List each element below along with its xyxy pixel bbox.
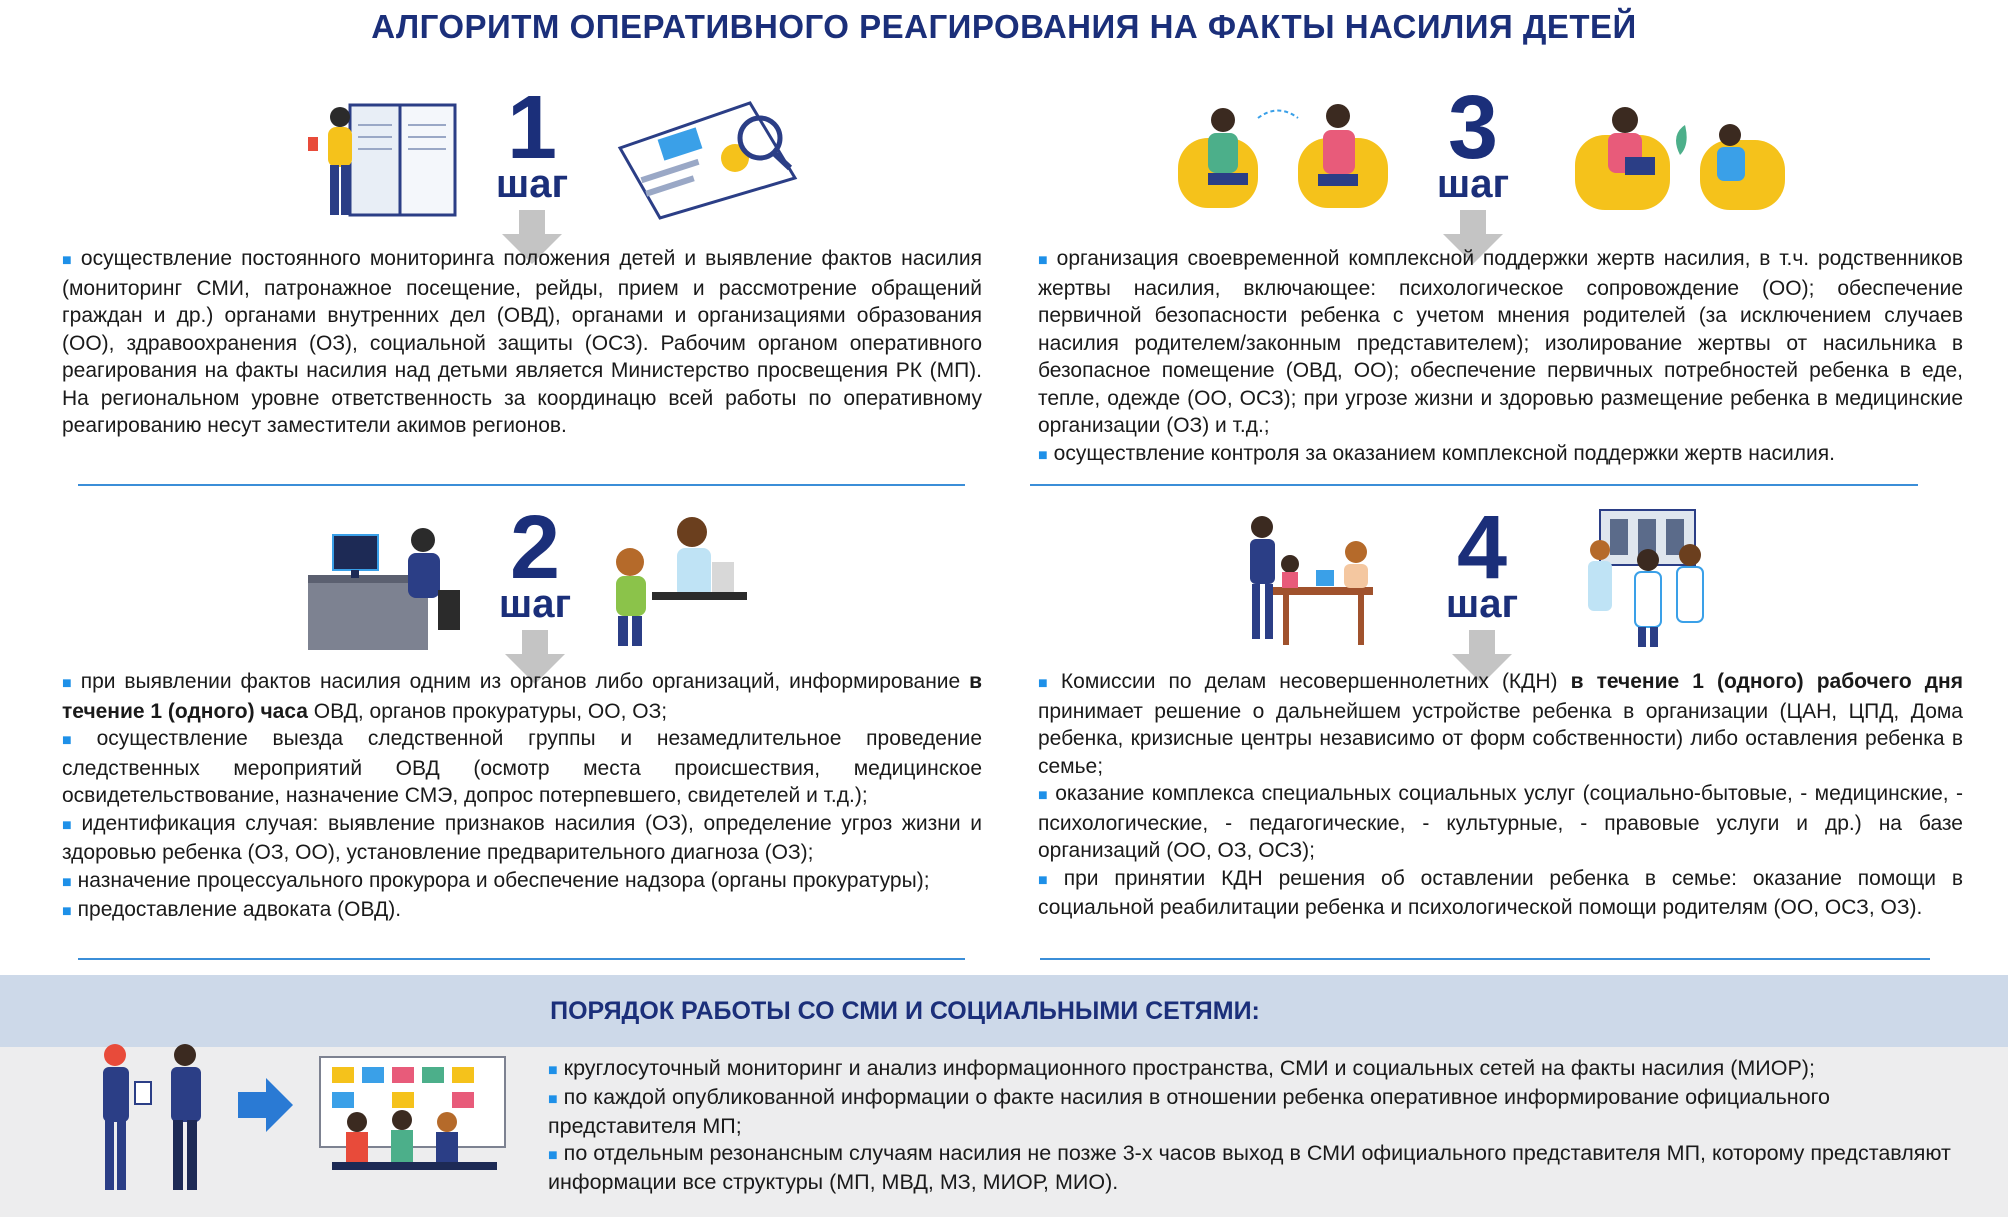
step-3-heading: 3 шаг [1413, 78, 1533, 264]
step-2-word: шаг [498, 582, 572, 626]
step-4-item: ■Комиссии по делам несовершеннолетних (К… [1038, 670, 1963, 778]
step-2-item: ■при выявлении фактов насилия одним из о… [62, 670, 982, 723]
bullet-icon: ■ [62, 816, 76, 834]
step-4-number: 4 [1456, 498, 1508, 598]
child-with-psychologist-illustration [616, 517, 747, 646]
step-1-item: ■осуществление постоянного мониторинга п… [62, 247, 982, 437]
clipboard-analytics-illustration [617, 101, 798, 220]
team-meeting-illustration [319, 1056, 506, 1170]
step-2-arrow-stem [522, 630, 548, 654]
media-section-title: ПОРЯДОК РАБОТЫ СО СМИ И СОЦИАЛЬНЫМИ СЕТЯ… [550, 997, 1260, 1025]
step-4-separator [1040, 958, 1930, 960]
step-2-item: ■идентификация случая: выявление признак… [62, 811, 982, 865]
bullet-icon: ■ [62, 675, 75, 692]
bullet-icon: ■ [1038, 252, 1051, 269]
step-2-heading: 2 шаг [475, 498, 595, 684]
media-item: ■круглосуточный мониторинг и анализ инфо… [548, 1056, 1815, 1080]
bullet-icon: ■ [1038, 675, 1055, 692]
step-2-number: 2 [509, 498, 561, 598]
step-3-number: 3 [1447, 78, 1499, 178]
bullet-icon: ■ [1038, 446, 1048, 464]
step-3-item: ■организация своевременной комплексной п… [1038, 247, 1963, 437]
step-1-arrow-stem [519, 210, 545, 234]
step-2-text: ■при выявлении фактов насилия одним из о… [62, 668, 982, 926]
step-3-item: ■осуществление контроля за оказанием ком… [1038, 441, 1835, 465]
therapy-session-illustration [1178, 104, 1388, 208]
bullet-icon: ■ [1038, 871, 1058, 889]
family-support-illustration [1575, 107, 1785, 210]
step-1-separator [78, 484, 965, 486]
step-3-arrow-icon [1443, 234, 1503, 264]
commission-meeting-illustration [1250, 516, 1373, 645]
media-section-header-band [0, 975, 2008, 1047]
media-item: ■по каждой опубликованной информации о ф… [548, 1085, 1830, 1138]
bullet-icon: ■ [62, 732, 91, 749]
step-1-text: ■осуществление постоянного мониторинга п… [62, 245, 982, 440]
bullet-icon: ■ [62, 873, 72, 891]
bullet-icon: ■ [62, 903, 72, 920]
bullet-icon: ■ [548, 1147, 558, 1164]
page-title: АЛГОРИТМ ОПЕРАТИВНОГО РЕАГИРОВАНИЯ НА ФА… [371, 8, 1637, 45]
step-4-text: ■Комиссии по делам несовершеннолетних (К… [1038, 668, 1963, 922]
step-2-separator [78, 958, 965, 960]
step-3-separator [1030, 484, 1918, 486]
step-1-heading: 1 шаг [472, 78, 592, 264]
step-4-item: ■оказание комплекса специальных социальн… [1038, 782, 1963, 862]
step-4-word: шаг [1445, 582, 1519, 626]
right-arrow-icon [238, 1078, 293, 1132]
step-3-text: ■организация своевременной комплексной п… [1038, 245, 1963, 469]
medical-staff-illustration [1588, 509, 1704, 647]
step-2-item: ■назначение процессуального прокурора и … [62, 868, 930, 892]
step-3-word: шаг [1436, 162, 1510, 206]
step-1-number: 1 [506, 78, 558, 178]
step-4-arrow-icon [1452, 654, 1512, 684]
reading-woman-illustration [308, 103, 457, 217]
colleagues-discussion-illustration [103, 1044, 201, 1190]
step-1-word: шаг [495, 162, 569, 206]
media-item: ■по отдельным резонансным случаям насили… [548, 1141, 1951, 1194]
step-2-arrow-icon [505, 654, 565, 684]
step-4-item: ■при принятии КДН решения об оставлении … [1038, 866, 1963, 920]
media-section-text: ■круглосуточный мониторинг и анализ инфо… [548, 1055, 1968, 1196]
bullet-icon: ■ [548, 1091, 558, 1108]
step-2-item: ■предоставление адвоката (ОВД). [62, 898, 402, 921]
step-1-arrow-icon [502, 234, 562, 264]
step-4-heading: 4 шаг [1422, 498, 1542, 684]
step-3-arrow-stem [1460, 210, 1486, 234]
step-4-arrow-stem [1469, 630, 1495, 654]
police-desk-illustration [308, 528, 460, 650]
bullet-icon: ■ [1038, 787, 1050, 804]
bullet-icon: ■ [62, 252, 75, 269]
step-2-item: ■осуществление выезда следственной групп… [62, 727, 982, 807]
bullet-icon: ■ [548, 1062, 558, 1079]
